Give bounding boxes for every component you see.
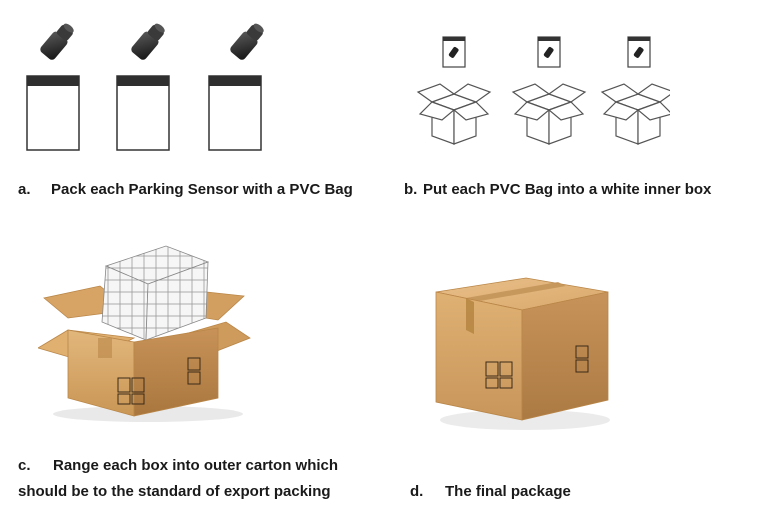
panel-c-artwork	[38, 238, 253, 423]
handling-symbols-icon	[117, 357, 201, 405]
step-a-label: a. Pack each Parking Sensor with a PVC Ba…	[18, 181, 353, 198]
step-c-letter: c.	[18, 457, 31, 474]
inner-box-stack	[101, 245, 210, 341]
inner-box-icon	[601, 83, 670, 145]
open-carton-illustration	[38, 245, 251, 422]
closed-carton-illustration	[435, 277, 610, 430]
sensor-icon	[38, 21, 76, 62]
pvc-bag-icon	[26, 75, 80, 151]
handling-symbols-icon	[485, 345, 589, 389]
step-c-label: c. Range each box into outer carton which	[18, 457, 338, 474]
step-c-line2: should be to the standard of export pack…	[18, 483, 331, 500]
step-d-letter: d.	[410, 483, 424, 500]
pvc-bag-icon	[442, 36, 466, 68]
pvc-bag-icon	[627, 36, 651, 68]
inner-box-icon	[417, 83, 491, 145]
inner-box-illustration	[417, 36, 670, 145]
inner-box-icon	[512, 83, 586, 145]
step-a-letter: a.	[18, 181, 31, 198]
step-b-text: Put each PVC Bag into a white inner box	[423, 181, 712, 198]
sensor-icon	[228, 21, 266, 62]
pvc-bag-icon	[208, 75, 262, 151]
panel-b-artwork	[410, 32, 670, 150]
sensor-bag-illustration	[26, 21, 266, 151]
step-d-label: d. The final package	[410, 483, 571, 500]
panel-a-artwork	[20, 20, 290, 155]
sensor-icon	[129, 21, 167, 62]
step-b-letter: b.	[404, 181, 418, 198]
step-a-text: Pack each Parking Sensor with a PVC Bag	[51, 181, 353, 198]
step-c-line1: Range each box into outer carton which	[53, 457, 339, 474]
step-d-text: The final package	[445, 483, 571, 500]
step-b-label: b. Put each PVC Bag into a white inner bo…	[404, 181, 711, 198]
panel-d-artwork	[430, 270, 615, 435]
pvc-bag-icon	[116, 75, 170, 151]
pvc-bag-icon	[537, 36, 561, 68]
step-c-label-line2: should be to the standard of export pack…	[18, 483, 331, 500]
